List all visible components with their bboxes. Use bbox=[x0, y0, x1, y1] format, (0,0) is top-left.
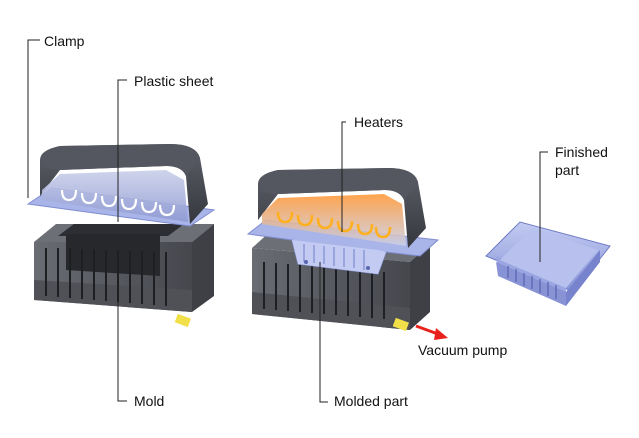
open-mold-assembly bbox=[26, 144, 216, 328]
label-molded-part: Molded part bbox=[334, 393, 408, 409]
label-mold: Mold bbox=[134, 393, 164, 409]
label-clamp: Clamp bbox=[44, 33, 85, 49]
forming-assembly bbox=[246, 168, 448, 340]
finished-part-tray bbox=[485, 221, 611, 306]
label-plastic-sheet: Plastic sheet bbox=[134, 73, 213, 89]
leader-lines bbox=[27, 39, 548, 403]
label-vacuum-pump: Vacuum pump bbox=[418, 342, 507, 358]
heated-lid bbox=[258, 168, 426, 248]
clamp-lid bbox=[40, 144, 208, 224]
label-finished-part-line1: Finished bbox=[555, 144, 608, 160]
label-finished-part-line2: part bbox=[555, 162, 579, 178]
molded-part bbox=[246, 219, 440, 275]
label-heaters: Heaters bbox=[354, 114, 403, 130]
vacuum-arrow bbox=[415, 324, 448, 340]
mold-block bbox=[34, 224, 214, 328]
heater-coils bbox=[276, 211, 392, 239]
